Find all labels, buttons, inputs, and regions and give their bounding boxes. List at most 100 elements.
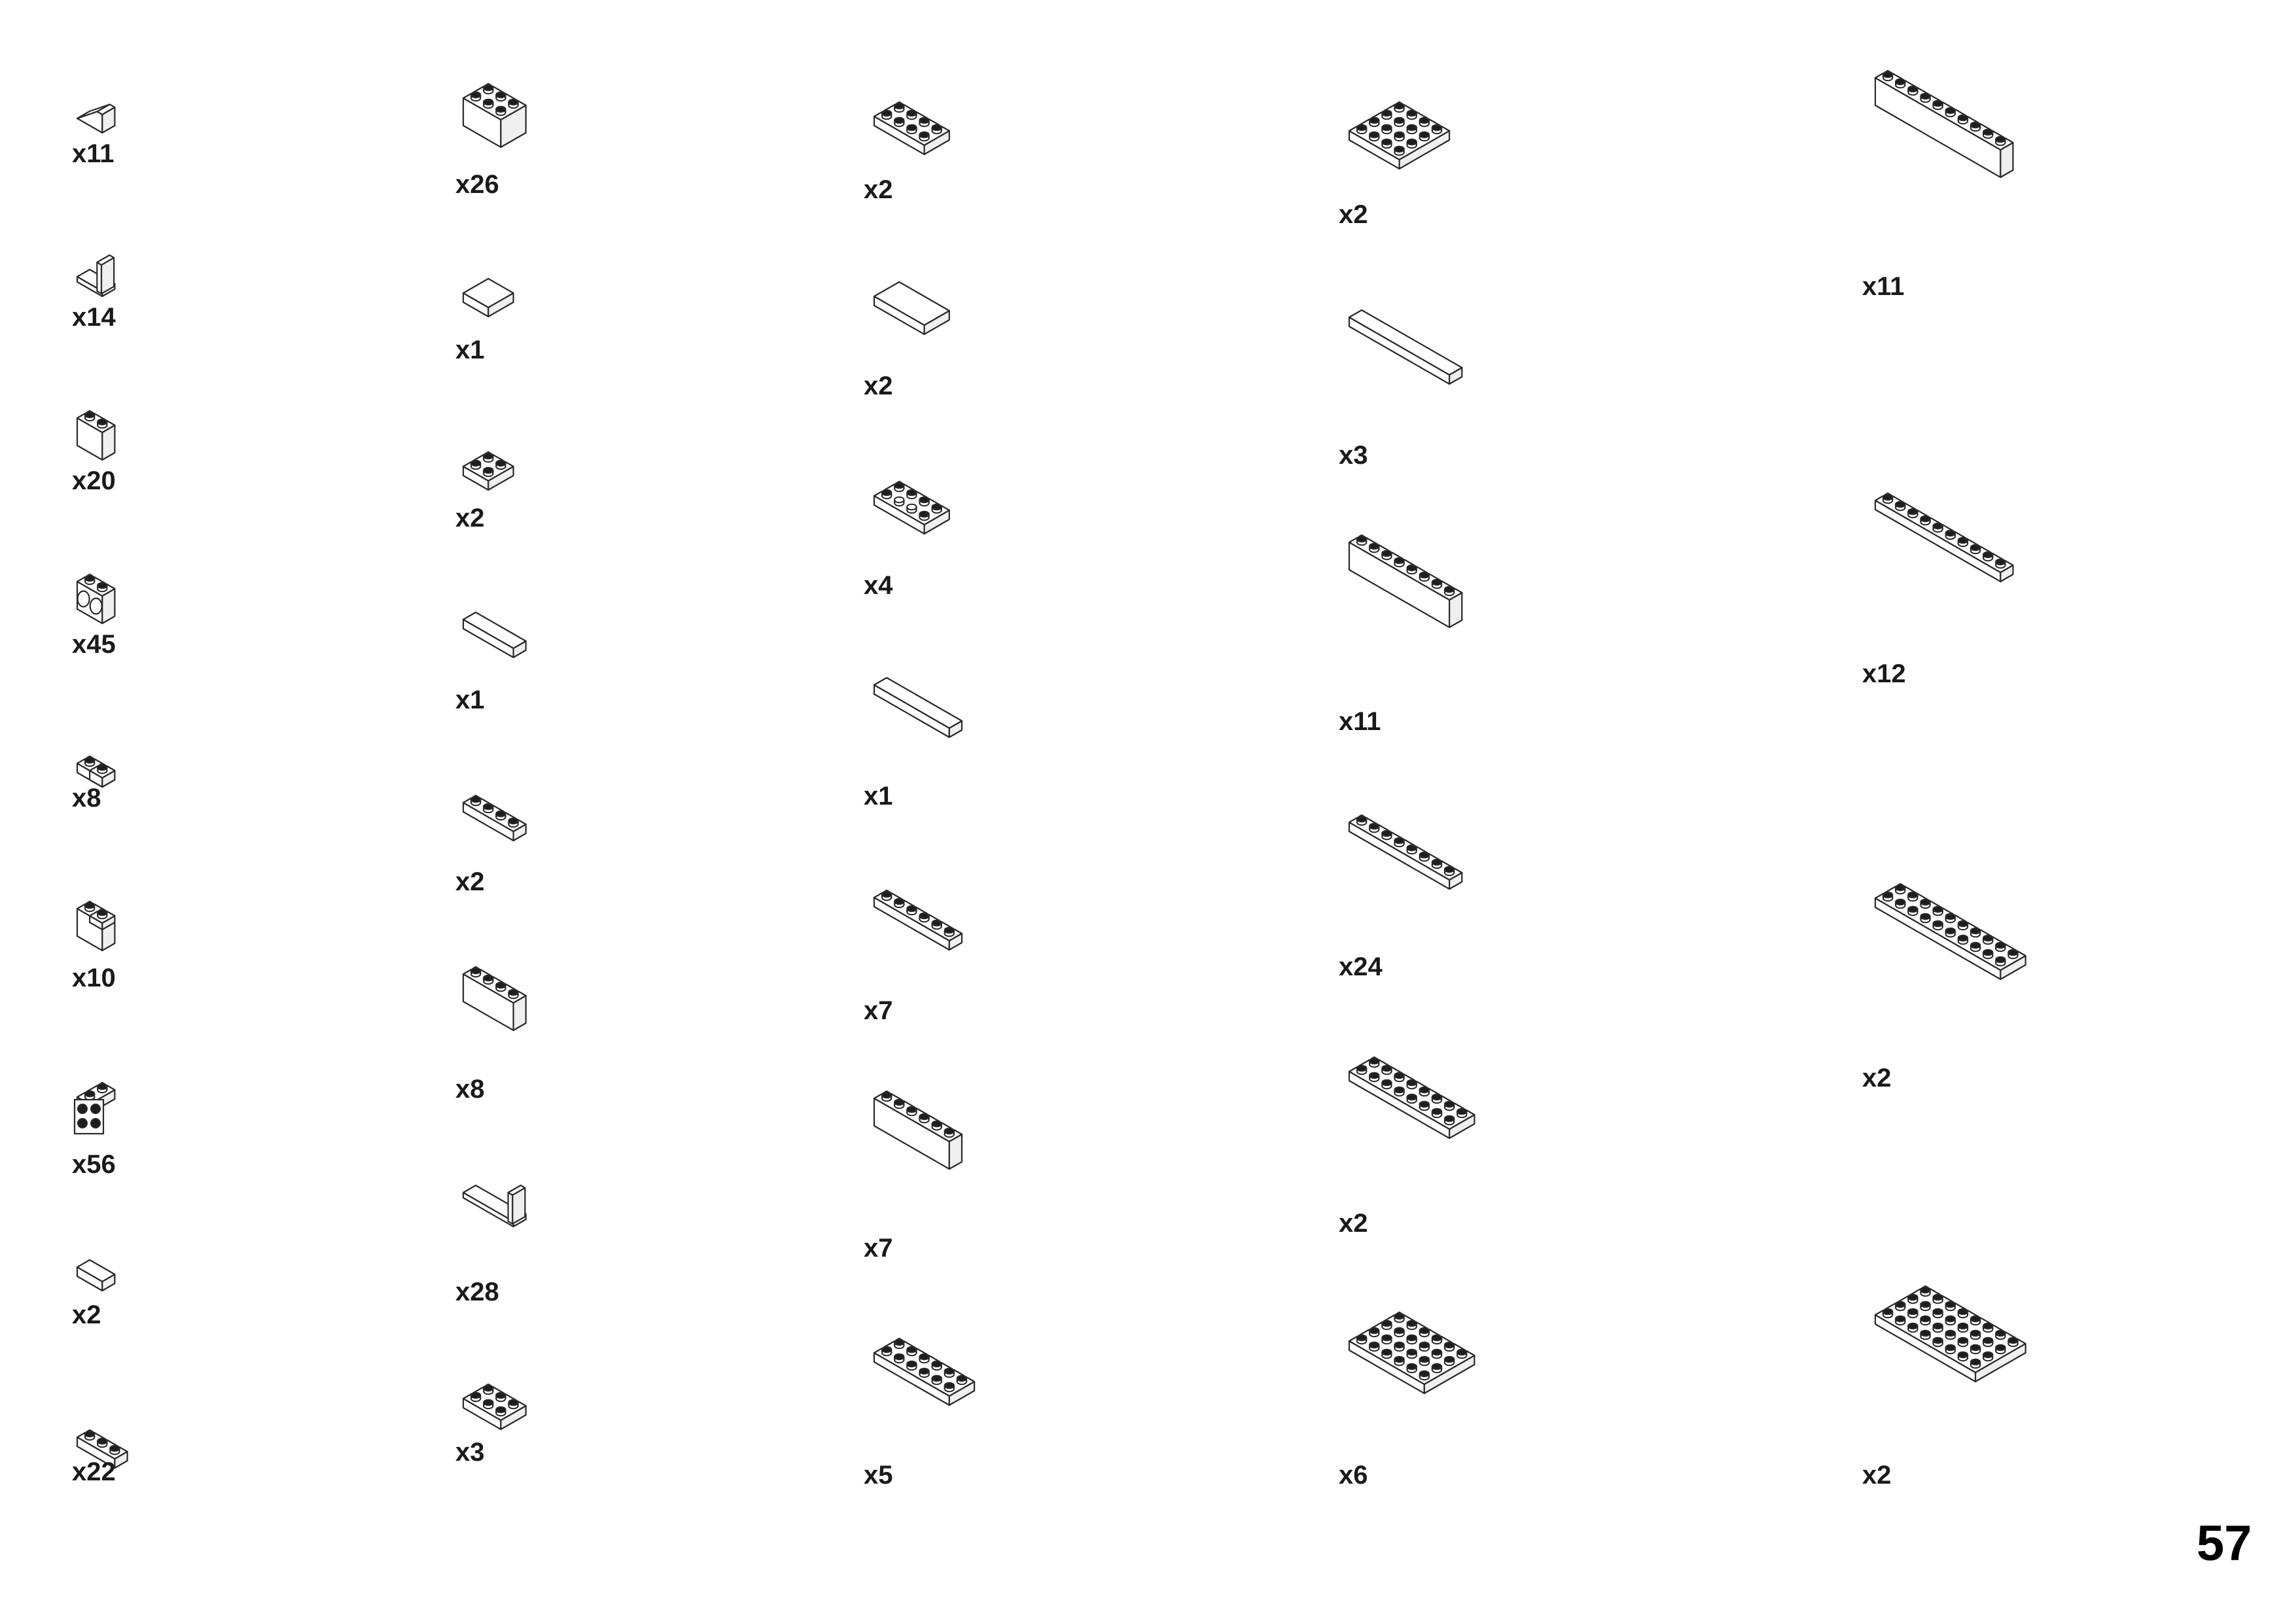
p07-side-stud [78,1119,87,1128]
p25-stud-top [1382,139,1391,145]
p18-stud-top [894,118,904,123]
part-p13 [463,612,526,657]
p30-stud-top [1432,1335,1441,1340]
p22-stud-top [919,913,928,918]
p12-stud-top [496,461,505,466]
p32-stud-top [1946,531,1955,536]
p33-stud-top [1983,950,1992,955]
quantity-label-p25: x2 [1339,201,1368,228]
p34-stud-top [1908,1323,1917,1329]
p34-stud-top [1996,1345,2005,1350]
quantity-label-p08: x2 [72,1302,101,1328]
p30-stud-top [1382,1321,1391,1326]
part-p18 [874,102,949,154]
quantity-label-p31: x11 [1862,273,1905,300]
quantity-label-p06: x10 [72,965,116,991]
p33-stud-top [1983,935,1992,941]
p29-stud-top [1445,1102,1454,1107]
p15-stud-top [471,968,480,973]
p34-stud-top [1996,1331,2005,1336]
p31-stud-top [1908,86,1917,92]
p20-stud-top [894,497,904,502]
part-p24 [874,1338,974,1405]
p14-stud-top [496,811,505,816]
p29-stud-top [1394,1087,1404,1092]
p25-stud-top [1407,139,1417,145]
quantity-label-p19: x2 [864,373,893,399]
p30-stud-top [1445,1342,1454,1348]
p33-stud-top [1971,928,1980,934]
part-p08 [77,1260,115,1291]
p10-stud-top [496,107,505,112]
part-p31 [1875,71,2013,177]
p33-stud-top [1946,928,1955,934]
p32-stud-top [1971,545,1980,550]
p24-stud-top [907,1347,916,1352]
quantity-label-p14: x2 [455,869,485,895]
p01-front-face [77,112,102,133]
p29-stud-top [1432,1109,1441,1114]
p17-stud-top [496,1393,505,1398]
p28-stud-top [1382,831,1391,836]
part-p22 [874,890,962,950]
p25-stud-top [1394,147,1404,152]
p34-stud-top [1883,1309,1892,1314]
p34-stud-top [1934,1323,1943,1329]
p20-stud-top [907,490,916,495]
p10-stud-top [484,85,493,90]
p14-stud-top [484,804,493,809]
p33-stud-top [1920,899,1930,905]
part-p06 [77,901,115,951]
p34-stud-top [1946,1345,1955,1350]
p17-stud-top [484,1386,493,1391]
quantity-label-p21: x1 [864,783,893,809]
p18-stud-top [932,125,942,130]
p28-stud-top [1432,860,1441,865]
p24-stud-top [945,1383,954,1388]
p32-stud-top [1883,495,1892,500]
p30-stud-top [1394,1314,1404,1319]
p31-stud-top [1971,122,1980,128]
p06-stud-top [97,910,107,915]
p12-stud-top [484,453,493,459]
p30-stud-top [1432,1350,1441,1355]
p30-stud-top [1369,1328,1379,1333]
p30-stud-top [1420,1328,1429,1333]
p25-stud-top [1420,118,1429,123]
quantity-label-p27: x11 [1339,708,1381,735]
p17-stud-top [496,1407,505,1412]
p34-stud-top [1983,1323,1992,1329]
p23-stud-top [932,1121,942,1126]
p18-stud-top [894,103,904,109]
p30-stud-top [1432,1364,1441,1369]
quantity-label-p18: x2 [864,177,893,203]
p15-stud-top [484,975,493,981]
p31-stud-top [1983,130,1992,135]
p30-stud-top [1407,1350,1417,1355]
p27-stud-top [1382,551,1391,556]
p07-vertical-plate [75,1100,103,1134]
p30-stud-top [1357,1335,1366,1340]
p14-stud-top [508,818,518,824]
p03-stud-top [85,412,94,417]
p30-stud-top [1420,1342,1429,1348]
quantity-label-p09: x22 [72,1459,116,1485]
p29-stud-top [1420,1102,1429,1107]
p30-stud-top [1457,1350,1466,1355]
p23-stud-top [919,1114,928,1119]
p31-stud-top [1958,115,1968,120]
part-p29 [1349,1057,1474,1138]
p29-stud-top [1369,1058,1379,1064]
p34-stud-top [1946,1302,1955,1307]
p09-stud-top [110,1446,119,1451]
p34-stud-top [1946,1316,1955,1321]
p32-stud-top [1983,552,1992,557]
quantity-label-p20: x4 [864,572,893,599]
quantity-label-p05: x8 [72,785,101,811]
p27-stud-top [1407,565,1417,570]
p09-stud-top [97,1439,107,1444]
p22-stud-top [882,892,891,897]
p25-stud-top [1382,111,1391,116]
p03-stud-top [97,419,107,425]
